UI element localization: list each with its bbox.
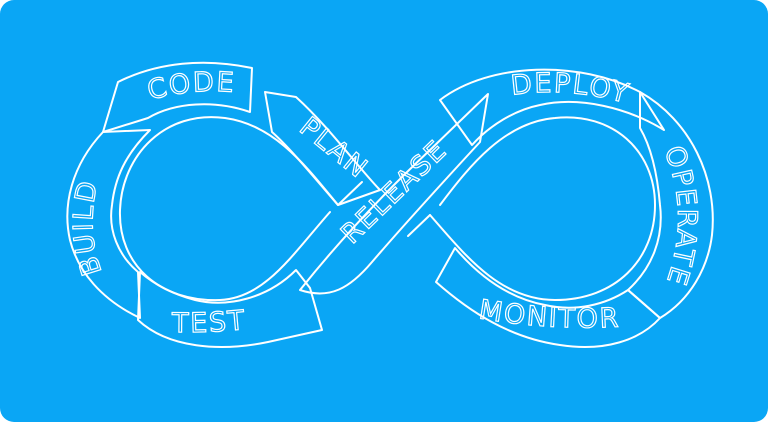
test-segment [137, 269, 323, 348]
plan-segment [264, 91, 381, 206]
inner-right-loop [429, 116, 656, 301]
code-segment [102, 61, 253, 133]
build-segment [66, 129, 151, 319]
label-test: TEST [170, 304, 246, 339]
inner-left-loop [118, 116, 339, 302]
monitor-segment [435, 247, 661, 348]
cross-connector-lower [407, 214, 431, 237]
svg-text:TEST: TEST [171, 305, 248, 339]
cross-connector-upper [337, 181, 363, 206]
operate-segment [627, 91, 714, 319]
release-segment [299, 93, 489, 295]
deploy-segment [439, 68, 665, 146]
